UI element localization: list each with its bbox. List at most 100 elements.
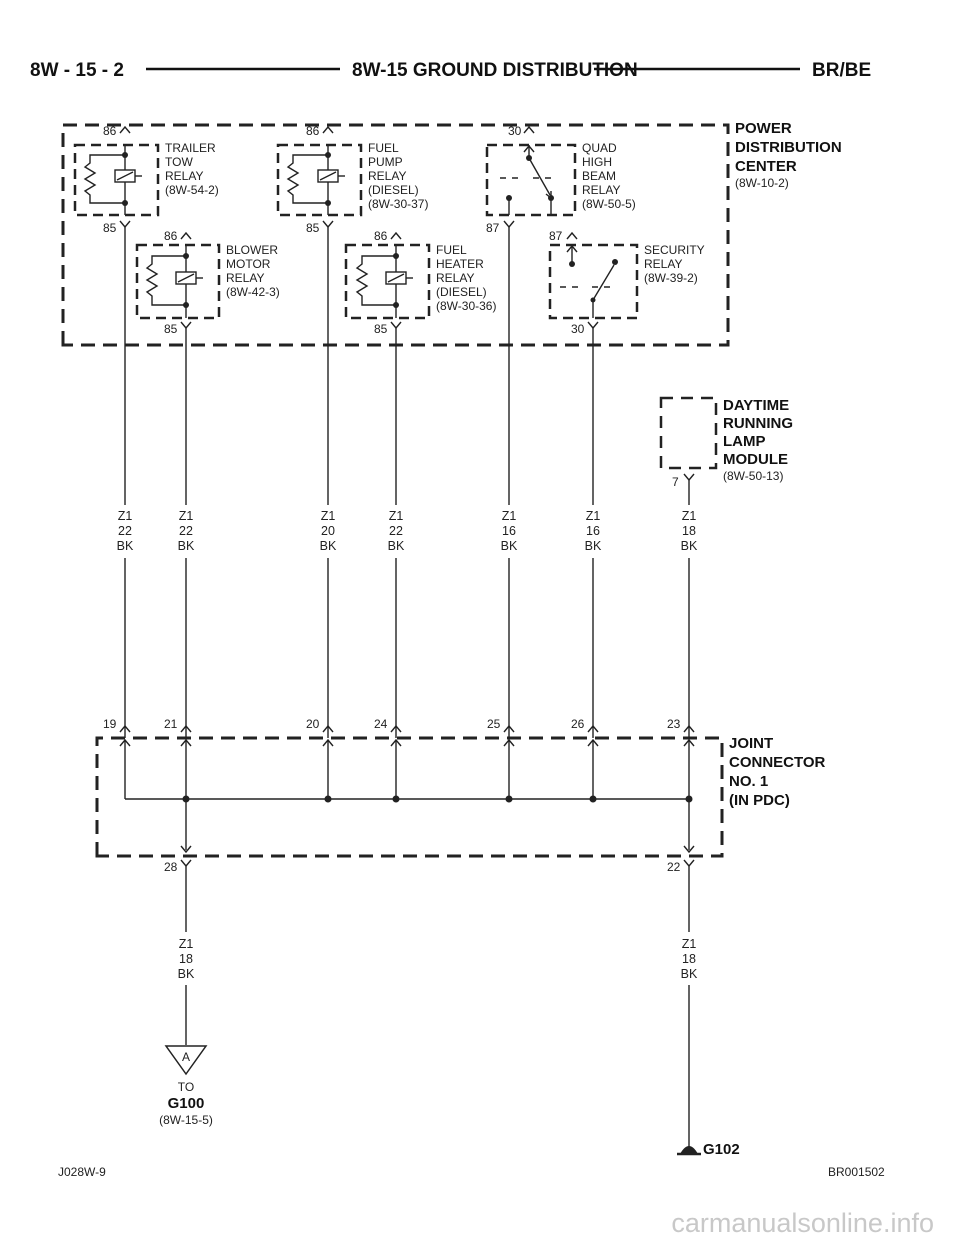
pin-label: 21	[164, 717, 178, 731]
svg-text:Z1: Z1	[682, 509, 697, 523]
svg-text:Z1: Z1	[389, 509, 404, 523]
svg-text:(DIESEL): (DIESEL)	[436, 285, 487, 299]
svg-text:Z1: Z1	[179, 509, 194, 523]
wire-label-4: Z1 22 BK	[388, 509, 405, 553]
svg-text:18: 18	[179, 952, 193, 966]
pin-label: 85	[374, 322, 388, 336]
pin-label: 85	[306, 221, 320, 235]
svg-text:FUEL: FUEL	[368, 141, 399, 155]
ground-label: G102	[703, 1141, 740, 1158]
fuel-pump-relay: 86 85 FUEL PUMP RELAY (DIESEL) (8W-30-37…	[276, 124, 428, 235]
svg-text:BK: BK	[178, 967, 195, 981]
svg-text:(8W-30-37): (8W-30-37)	[368, 197, 428, 211]
svg-text:22: 22	[389, 524, 403, 538]
svg-text:BK: BK	[681, 967, 698, 981]
g100-connector: A TO G100 (8W-15-5)	[159, 1045, 213, 1127]
svg-text:(8W-50-13): (8W-50-13)	[723, 469, 783, 483]
security-relay: 87 30 SECURITY RELAY (8W-39-2)	[548, 229, 705, 336]
pin-label: 86	[164, 229, 178, 243]
pin-label: 22	[667, 860, 681, 874]
pin-label: 20	[306, 717, 320, 731]
svg-text:HIGH: HIGH	[582, 155, 612, 169]
svg-text:LAMP: LAMP	[723, 433, 766, 450]
watermark: carmanualsonline.info	[671, 1208, 934, 1238]
pin-label: 30	[508, 124, 522, 138]
svg-text:MODULE: MODULE	[723, 451, 788, 468]
svg-text:G100: G100	[168, 1095, 205, 1112]
svg-text:Z1: Z1	[586, 509, 601, 523]
connector-marker: A	[182, 1050, 190, 1064]
svg-text:CONNECTOR: CONNECTOR	[729, 754, 826, 771]
svg-text:TO: TO	[178, 1080, 194, 1094]
svg-text:18: 18	[682, 952, 696, 966]
svg-text:(8W-10-2): (8W-10-2)	[735, 176, 789, 190]
svg-text:22: 22	[118, 524, 132, 538]
svg-text:16: 16	[586, 524, 600, 538]
output-wire-g102: Z1 18 BK	[681, 866, 698, 1148]
pin-label: 26	[571, 717, 585, 731]
wire-label-5: Z1 16 BK	[501, 509, 518, 553]
svg-text:HEATER: HEATER	[436, 257, 484, 271]
svg-text:BK: BK	[681, 539, 698, 553]
pin-label: 85	[164, 322, 178, 336]
svg-text:(IN PDC): (IN PDC)	[729, 792, 790, 809]
svg-text:Z1: Z1	[502, 509, 517, 523]
svg-text:RELAY: RELAY	[436, 271, 474, 285]
svg-text:RELAY: RELAY	[582, 183, 620, 197]
pdc-label: POWER DISTRIBUTION CENTER (8W-10-2)	[735, 120, 842, 190]
svg-text:BEAM: BEAM	[582, 169, 616, 183]
pin-label: 86	[374, 229, 388, 243]
svg-text:RELAY: RELAY	[165, 169, 203, 183]
pin-label: 23	[667, 717, 681, 731]
blower-motor-relay: 86 85 BLOWER MOTOR RELAY (8W-42-3)	[135, 229, 280, 336]
daytime-running-lamp-module: 7 DAYTIME RUNNING LAMP MODULE (8W-50-13)	[659, 396, 793, 489]
output-wire-g100: Z1 18 BK	[178, 866, 195, 1045]
svg-text:Z1: Z1	[179, 937, 194, 951]
svg-text:SECURITY: SECURITY	[644, 243, 705, 257]
wire-label-3: Z1 20 BK	[320, 509, 337, 553]
pin-label: 86	[103, 124, 117, 138]
svg-text:PUMP: PUMP	[368, 155, 403, 169]
pin-label: 7	[672, 475, 679, 489]
svg-text:FUEL: FUEL	[436, 243, 467, 257]
fuel-heater-relay: 86 85 FUEL HEATER RELAY (DIESEL) (8W-30-…	[344, 229, 496, 336]
pin-label: 28	[164, 860, 178, 874]
svg-text:JOINT: JOINT	[729, 735, 773, 752]
page-number: 8W - 15 - 2	[30, 60, 124, 81]
svg-text:TOW: TOW	[165, 155, 193, 169]
wire-label-2: Z1 22 BK	[178, 509, 195, 553]
pdc-outline	[61, 123, 730, 347]
svg-text:(8W-15-5): (8W-15-5)	[159, 1113, 213, 1127]
footer-right: BR001502	[828, 1165, 885, 1179]
pin-label: 25	[487, 717, 501, 731]
footer-left: J028W-9	[58, 1165, 106, 1179]
pin-label: 30	[571, 322, 585, 336]
pin-label: 85	[103, 221, 117, 235]
svg-text:DISTRIBUTION: DISTRIBUTION	[735, 139, 842, 156]
svg-text:NO. 1: NO. 1	[729, 773, 768, 790]
svg-text:QUAD: QUAD	[582, 141, 617, 155]
pin-label: 86	[306, 124, 320, 138]
wire-label-7: Z1 18 BK	[681, 509, 698, 553]
svg-text:(8W-39-2): (8W-39-2)	[644, 271, 698, 285]
svg-text:BK: BK	[501, 539, 518, 553]
ground-wires	[124, 227, 690, 738]
wire-label-1: Z1 22 BK	[117, 509, 134, 553]
joint-connector: 19 21 20 24 25 26 23 28 22 JOINT CONNECT…	[95, 717, 826, 874]
svg-text:RELAY: RELAY	[368, 169, 406, 183]
svg-text:BK: BK	[178, 539, 195, 553]
pin-label: 19	[103, 717, 117, 731]
svg-text:(8W-30-36): (8W-30-36)	[436, 299, 496, 313]
svg-text:Z1: Z1	[321, 509, 336, 523]
svg-text:RELAY: RELAY	[644, 257, 682, 271]
wire-label-6: Z1 16 BK	[585, 509, 602, 553]
svg-text:BK: BK	[117, 539, 134, 553]
svg-text:BK: BK	[388, 539, 405, 553]
svg-text:TRAILER: TRAILER	[165, 141, 216, 155]
svg-text:22: 22	[179, 524, 193, 538]
svg-text:(8W-50-5): (8W-50-5)	[582, 197, 636, 211]
pin-label: 87	[549, 229, 563, 243]
svg-text:DAYTIME: DAYTIME	[723, 397, 789, 414]
svg-text:16: 16	[502, 524, 516, 538]
